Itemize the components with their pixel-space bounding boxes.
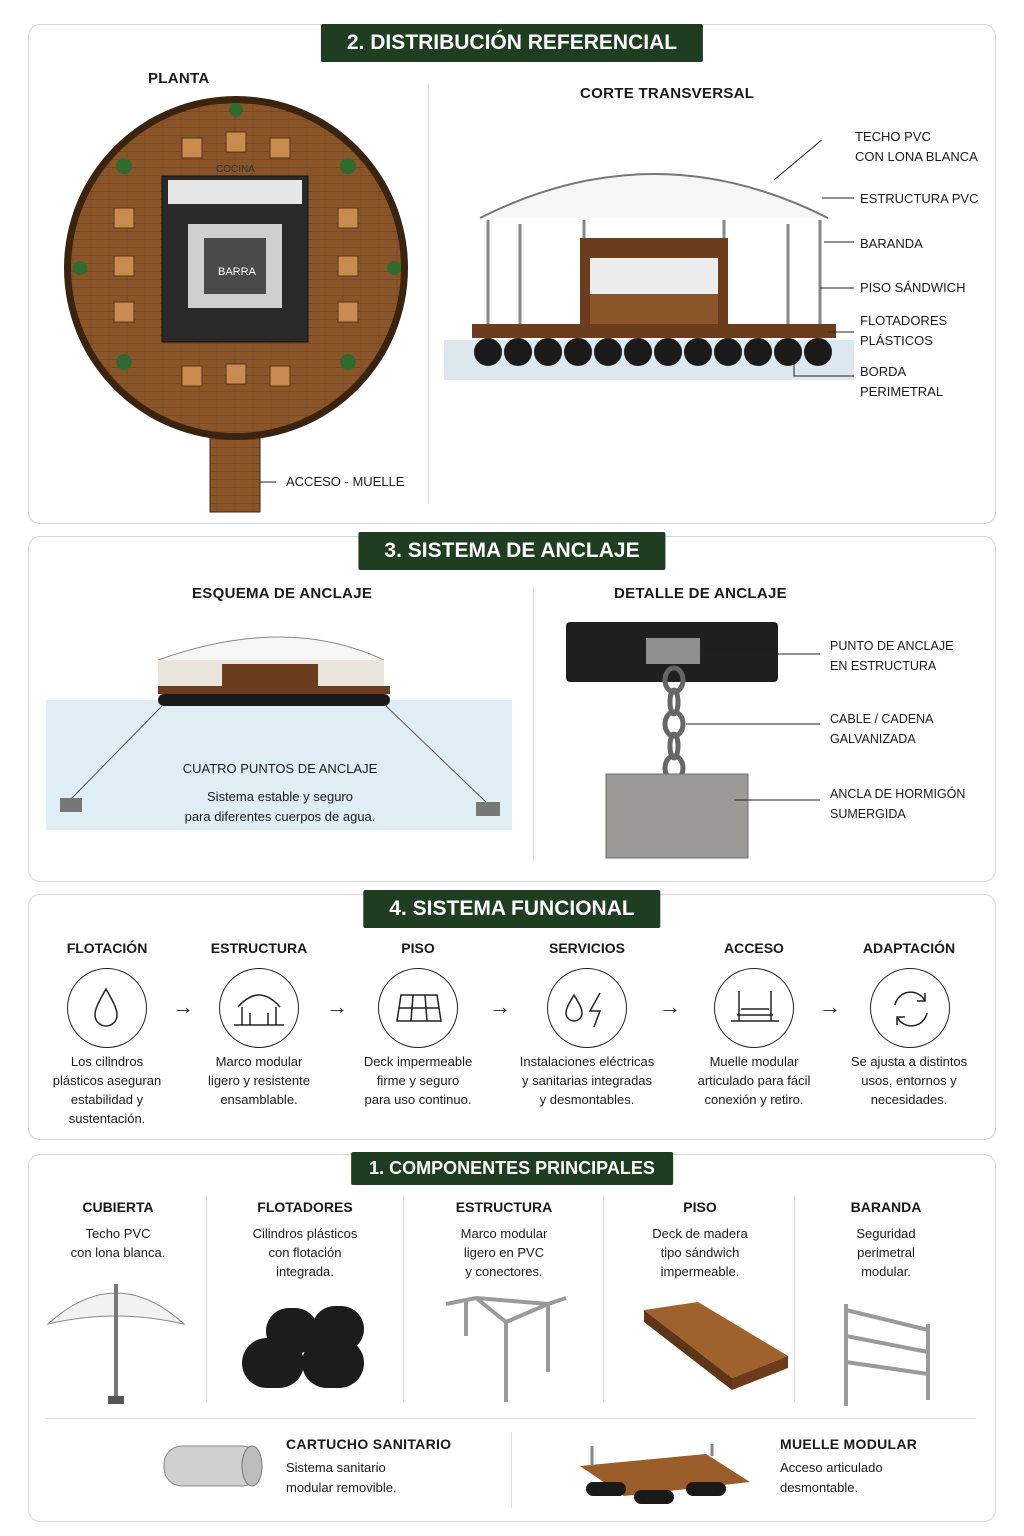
anchoring-divider <box>533 586 534 862</box>
floaters-icon <box>242 1306 364 1388</box>
plan-title: PLANTA <box>148 70 210 87</box>
component-title-estructura: ESTRUCTURA <box>455 1199 553 1215</box>
components-divider <box>794 1196 795 1402</box>
anchoring-scheme-illustration <box>46 636 512 830</box>
dock-access-icon <box>714 968 794 1048</box>
callout-floor: PISO SÁNDWICH <box>860 280 966 295</box>
flow-arrow: → <box>489 994 511 1019</box>
distribution-divider <box>428 84 429 504</box>
components-divider <box>403 1196 404 1402</box>
dome-structure-icon <box>219 968 299 1048</box>
callout-structure: ESTRUCTURA PVC <box>860 191 979 206</box>
components-badge: 1. COMPONENTES PRINCIPALES <box>351 1152 673 1185</box>
cross-section-illustration <box>444 140 854 380</box>
scheme-title: ESQUEMA DE ANCLAJE <box>192 585 373 602</box>
water-electric-icon <box>547 968 627 1048</box>
component-title-piso: PISO <box>683 1199 717 1215</box>
distribution-badge: 2. DISTRIBUCIÓN REFERENCIAL <box>320 24 704 62</box>
components-divider <box>511 1432 512 1508</box>
step-title-acceso: ACCESO <box>724 940 784 956</box>
step-title-flotacion: FLOTACIÓN <box>66 940 148 956</box>
plan-access-label: ACCESO - MUELLE <box>286 474 405 489</box>
floor-grid-icon <box>378 968 458 1048</box>
dock-icon <box>580 1444 750 1504</box>
scheme-caption: CUATRO PUNTOS DE ANCLAJE <box>182 761 378 776</box>
step-title-servicios: SERVICIOS <box>549 940 625 956</box>
railing-icon <box>844 1304 930 1406</box>
component-title-cartucho: CARTUCHO SANITARIO <box>286 1436 452 1452</box>
section-title: CORTE TRANSVERSAL <box>580 85 755 102</box>
deck-icon <box>644 1302 788 1390</box>
component-title-muelle: MUELLE MODULAR <box>780 1436 918 1452</box>
flow-arrow: → <box>172 994 194 1019</box>
components-divider <box>206 1196 207 1402</box>
detail-title: DETALLE DE ANCLAJE <box>614 585 787 602</box>
components-hr <box>46 1418 976 1419</box>
flow-arrow: → <box>819 994 841 1019</box>
component-title-cubierta: CUBIERTA <box>82 1199 154 1215</box>
flow-arrow: → <box>326 994 348 1019</box>
functional-badge: 4. SISTEMA FUNCIONAL <box>363 890 661 928</box>
step-title-estructura: ESTRUCTURA <box>210 940 308 956</box>
flow-arrow: → <box>659 994 681 1019</box>
component-title-baranda: BARANDA <box>850 1199 922 1215</box>
plan-kitchen-label: COCINA <box>216 164 255 175</box>
callout-railing: BARANDA <box>860 236 923 251</box>
water-drop-icon <box>67 968 147 1048</box>
components-divider <box>603 1196 604 1402</box>
cartridge-icon <box>163 1445 263 1487</box>
anchoring-detail-illustration <box>566 622 820 859</box>
plan-bar-label: BARRA <box>218 266 256 278</box>
functional-panel <box>28 894 996 1140</box>
anchoring-badge: 3. SISTEMA DE ANCLAJE <box>358 532 666 570</box>
refresh-icon <box>870 968 950 1048</box>
step-title-piso: PISO <box>401 940 435 956</box>
step-title-adaptacion: ADAPTACIÓN <box>862 940 956 956</box>
frame-icon <box>445 1295 567 1402</box>
umbrella-icon <box>46 1284 186 1404</box>
floor-plan-illustration <box>64 96 408 513</box>
component-title-flotadores: FLOTADORES <box>257 1199 353 1215</box>
